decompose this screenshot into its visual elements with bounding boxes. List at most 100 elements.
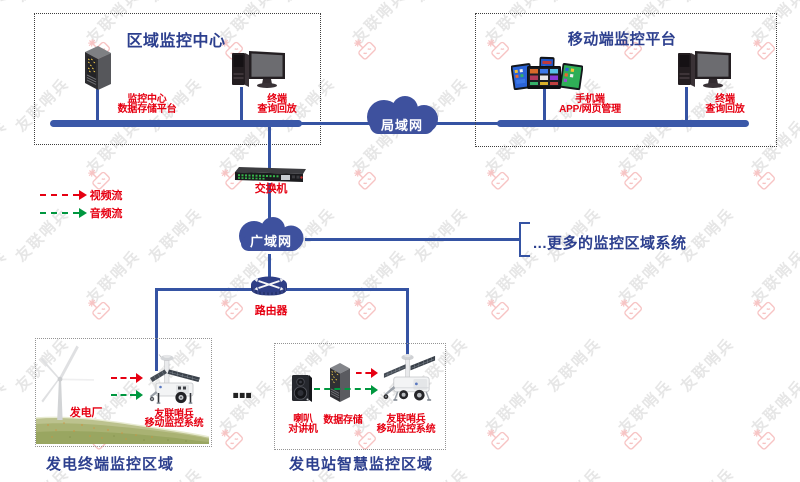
audio-arrowhead-left-box: [136, 390, 143, 400]
wan-cloud: 广域网: [231, 216, 311, 258]
watermark-logo-shape: [487, 299, 509, 320]
server-tower-icon: [85, 46, 111, 90]
phone-label-line1: 手机端: [575, 94, 605, 105]
watermark-text: 友联哨兵: [748, 377, 800, 438]
station-smart-caption: 发电站智慧监控区域: [288, 456, 434, 473]
terminal-label-right-line1: 终端: [715, 94, 735, 105]
watermark-logo-icon: [747, 293, 781, 332]
lan-cloud-label: 局域网: [380, 118, 423, 133]
trailer-label-mid-line2: 移动监控系统: [376, 423, 436, 435]
watermark-text: 友联哨兵: [83, 247, 144, 308]
watermark-logo-icon: [215, 423, 249, 462]
wan-cloud-shape: [239, 217, 304, 251]
connector-server-bus: [96, 88, 99, 122]
watermark-logo-shape: [88, 299, 110, 320]
watermark-text: 友联哨兵: [0, 377, 11, 438]
watermark-logo-shape: [487, 429, 509, 450]
watermark-text: 友联哨兵: [11, 0, 74, 6]
plant-terminal-caption: 发电终端监控区域: [45, 456, 175, 473]
watermark-logo-shape: [354, 169, 376, 190]
terminal-label-right-line2: 查询回放: [705, 103, 745, 115]
watermark-logo-shape: [753, 299, 775, 320]
watermark-logo-shape: [221, 299, 243, 320]
phone-label: 手机端 APP/网页管理: [559, 95, 621, 114]
server-label: 监控中心 数据存储平台: [118, 95, 177, 114]
video-arrow-mid-box: [356, 371, 371, 374]
watermark-text: 友联哨兵: [676, 0, 739, 6]
watermark-text: 友联哨兵: [615, 247, 676, 308]
trailer-label-left-line1: 友联哨兵: [154, 408, 194, 420]
watermark-text: 友联哨兵: [543, 463, 606, 482]
more-systems-text: ...更多的监控区域系统: [533, 234, 687, 252]
watermark-text: 友联哨兵: [144, 0, 207, 6]
watermark-text: 友联哨兵: [410, 0, 473, 6]
watermark-text: 友联哨兵: [482, 247, 543, 308]
watermark-text: 友联哨兵: [0, 117, 11, 178]
desktop-computer-icon-right: [678, 51, 731, 88]
connector-phones-bus: [542, 89, 546, 122]
video-arrowhead-left-box: [136, 373, 143, 383]
watermark-text: 友联哨兵: [0, 247, 11, 308]
watermark-logo-icon: [348, 293, 382, 332]
watermark-logo-shape: [620, 169, 642, 190]
watermark-logo-icon: [82, 293, 116, 332]
speaker-label-line2: 对讲机: [288, 423, 318, 435]
watermark-text: 友联哨兵: [676, 463, 739, 482]
storage-label: 数据存储: [323, 414, 363, 426]
watermark-text: 友联哨兵: [277, 0, 340, 6]
legend-audio-label: 音频流: [89, 207, 123, 220]
watermark-logo-shape: [753, 169, 775, 190]
watermark-logo-shape: [620, 299, 642, 320]
watermark-logo-icon: [481, 293, 515, 332]
region-center-box: [34, 13, 321, 145]
legend-video-label: 视频流: [89, 189, 123, 202]
connector-terminal-bus-left: [240, 87, 243, 122]
lan-cloud: 局域网: [358, 95, 446, 142]
phone-label-line2: APP/网页管理: [559, 103, 621, 115]
watermark-logo-icon: [614, 423, 648, 462]
watermark-text: 友联哨兵: [748, 247, 800, 308]
speaker-label-line1: 喇叭: [293, 414, 313, 425]
terminal-label-right: 终端 查询回放: [705, 95, 744, 114]
watermark-logo-icon: [614, 293, 648, 332]
legend-video-arrowhead: [79, 190, 87, 200]
legend-audio-dashes: [40, 212, 79, 215]
trailer-label-mid-line1: 友联哨兵: [386, 414, 426, 425]
audio-arrowhead-mid-box: [371, 384, 378, 395]
watermark-logo-shape: [620, 429, 642, 450]
watermark-logo-shape: [354, 39, 376, 60]
trailer-label-mid: 友联哨兵 移动监控系统: [377, 415, 436, 434]
region-center-title: 区域监控中心: [126, 33, 226, 50]
watermark-text: 友联哨兵: [544, 335, 605, 396]
trailer-icon-mid: [383, 354, 436, 401]
legend-audio-arrowhead: [79, 208, 87, 218]
watermark-text: 友联哨兵: [677, 335, 738, 396]
drop-mid-trailer: [405, 288, 409, 358]
watermark-logo-shape: [487, 169, 509, 190]
watermark-text: 友联哨兵: [0, 0, 11, 48]
ellipsis-separator: ...: [231, 368, 253, 406]
more-systems-bracket: [519, 222, 530, 257]
trailer-label-left-line2: 移动监控系统: [144, 418, 204, 429]
watermark-logo-shape: [753, 429, 775, 450]
speaker-label: 喇叭 对讲机: [288, 414, 318, 435]
mobile-platform-title: 移动端监控平台: [567, 31, 677, 48]
server-label-line2: 数据存储平台: [117, 103, 177, 115]
watermark-logo-shape: [354, 299, 376, 320]
watermark-text: 友联哨兵: [349, 0, 410, 48]
switch-label: 交换机: [254, 183, 288, 195]
router-label: 路由器: [254, 305, 288, 317]
watermark-text: 友联哨兵: [145, 205, 206, 266]
watermark-logo-icon: [747, 423, 781, 462]
connector-bus-switch: [267, 126, 271, 168]
terminal-label-left: 终端 查询回放: [257, 95, 296, 114]
audio-arrow-mid-box: [314, 388, 371, 391]
connector-switch-wan: [267, 183, 271, 219]
watermark-logo-icon: [481, 163, 515, 202]
connector-wan-router: [267, 254, 271, 277]
watermark-text: 友联哨兵: [482, 377, 543, 438]
watermark-logo-icon: [348, 33, 382, 72]
speaker-icon: [292, 375, 312, 402]
wan-cloud-label: 广域网: [249, 234, 292, 249]
